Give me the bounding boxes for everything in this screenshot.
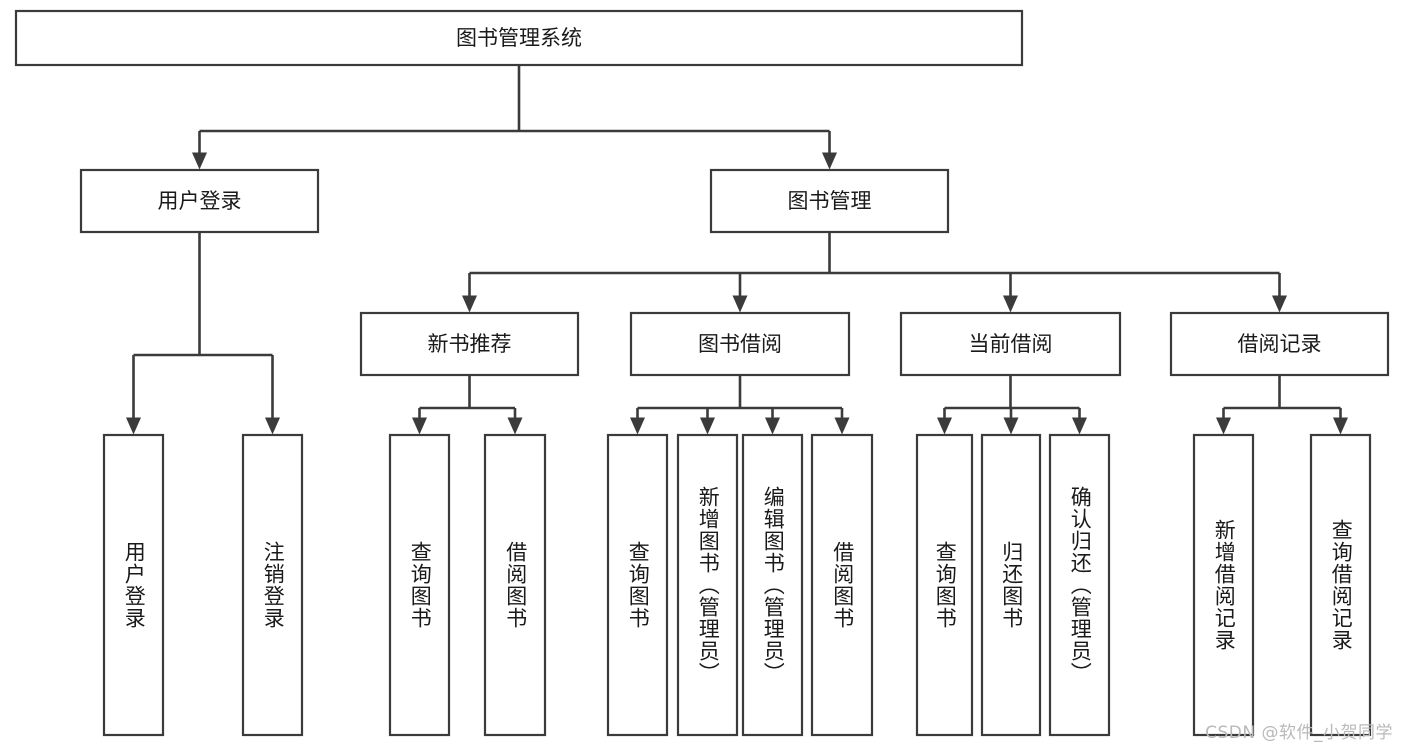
arrow-head-icon: [1272, 295, 1287, 313]
node-rect: [1169, 311, 1390, 377]
node-label: 当前借阅: [969, 332, 1053, 356]
node-rect: [899, 311, 1122, 377]
arrow-head-icon: [1003, 417, 1019, 435]
node-rect: [741, 433, 804, 737]
leaf-node-编辑图书管理员-6[interactable]: [741, 433, 804, 737]
node-rect: [1309, 433, 1372, 737]
leaf-node-注销登录-1[interactable]: [241, 433, 304, 737]
node-rect: [810, 433, 874, 737]
level3-node-当前借阅[interactable]: 当前借阅: [899, 311, 1122, 377]
level3-node-借阅记录[interactable]: 借阅记录: [1169, 311, 1390, 377]
leaf-node-用户登录-0[interactable]: [102, 433, 165, 737]
leaf-node-确认归还管理员-10[interactable]: [1048, 433, 1111, 737]
arrow-head-icon: [507, 417, 523, 435]
node-label: 用户登录: [158, 189, 242, 213]
leaf-node-查询图书-2[interactable]: [388, 433, 451, 737]
arrow-head-icon: [192, 152, 207, 170]
arrow-head-icon: [1003, 295, 1018, 313]
node-rect: [102, 433, 165, 737]
leaf-node-归还图书-9[interactable]: [980, 433, 1042, 737]
node-rect: [483, 433, 547, 737]
level2-node-用户登录[interactable]: 用户登录: [79, 168, 320, 234]
arrow-head-icon: [630, 417, 645, 435]
root-node-图书管理系统[interactable]: 图书管理系统: [14, 9, 1024, 67]
node-label: 图书借阅: [698, 332, 782, 356]
leaf-node-查询借阅记录-12[interactable]: [1309, 433, 1372, 737]
level3-node-图书借阅[interactable]: 图书借阅: [629, 311, 851, 377]
arrow-head-icon: [700, 417, 715, 435]
node-label: 新书推荐: [428, 332, 512, 356]
arrow-head-icon: [765, 417, 780, 435]
level2-node-图书管理[interactable]: 图书管理: [709, 168, 950, 234]
arrow-head-icon: [1333, 417, 1348, 435]
arrow-head-icon: [265, 417, 280, 435]
node-rect: [606, 433, 669, 737]
node-rect: [915, 433, 974, 737]
node-rect: [388, 433, 451, 737]
leaf-node-借阅图书-3[interactable]: [483, 433, 547, 737]
node-rect: [980, 433, 1042, 737]
arrow-head-icon: [412, 417, 427, 435]
node-rect: [14, 9, 1024, 67]
node-rect: [676, 433, 739, 737]
node-label: 图书管理: [788, 189, 872, 213]
leaf-node-查询图书-4[interactable]: [606, 433, 669, 737]
arrow-head-icon: [834, 417, 850, 435]
node-label: 图书管理系统: [456, 26, 582, 50]
node-rect: [709, 168, 950, 234]
arrow-head-icon: [126, 417, 141, 435]
csdn-watermark: CSDN @软件_小贺同学: [1205, 723, 1393, 743]
connectors-layer: [126, 65, 1348, 435]
node-rect: [1048, 433, 1111, 737]
node-rect: [1192, 433, 1255, 737]
arrow-head-icon: [732, 295, 748, 313]
leaf-node-新增借阅记录-11[interactable]: [1192, 433, 1255, 737]
node-rect: [359, 311, 580, 377]
node-rect: [241, 433, 304, 737]
node-rect: [79, 168, 320, 234]
arrow-head-icon: [822, 152, 837, 170]
arrow-head-icon: [937, 417, 952, 435]
arrow-head-icon: [462, 295, 477, 313]
node-label: 借阅记录: [1238, 332, 1322, 356]
node-rect: [629, 311, 851, 377]
level3-node-新书推荐[interactable]: 新书推荐: [359, 311, 580, 377]
arrow-head-icon: [1072, 417, 1087, 435]
arrow-head-icon: [1216, 417, 1231, 435]
leaf-node-查询图书-8[interactable]: [915, 433, 974, 737]
leaf-node-新增图书管理员-5[interactable]: [676, 433, 739, 737]
leaf-node-借阅图书-7[interactable]: [810, 433, 874, 737]
